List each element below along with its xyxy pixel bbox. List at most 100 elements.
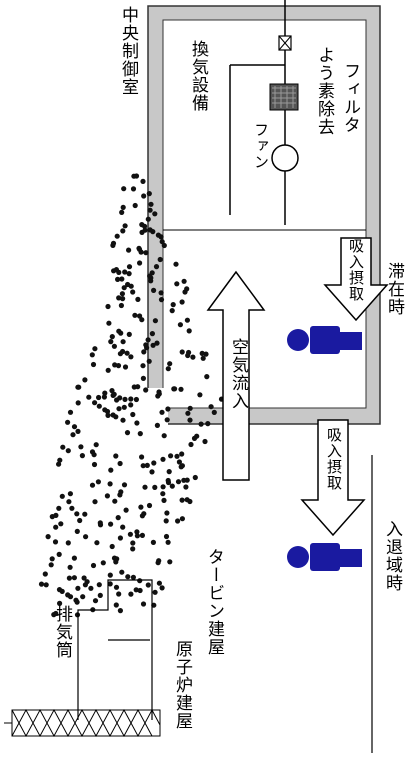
plume-particle <box>116 328 122 334</box>
plume-particle <box>131 384 137 390</box>
plume-particle <box>134 533 140 539</box>
plume-particle <box>131 173 137 179</box>
plume-particle <box>48 562 54 568</box>
fan-icon <box>271 144 299 172</box>
plume-particle <box>185 352 191 359</box>
plume-particle <box>108 467 114 473</box>
plume-particle <box>159 409 165 415</box>
plume-particle <box>147 207 153 213</box>
plume-particle <box>121 404 127 410</box>
plume-particle <box>118 302 124 309</box>
plume-particle <box>90 562 97 569</box>
plume-particle <box>120 296 126 302</box>
plume-particle <box>158 290 164 296</box>
plume-particle <box>137 578 143 584</box>
plume-particle <box>60 444 66 450</box>
plume-particle <box>178 386 184 392</box>
plume-particle <box>105 412 111 418</box>
plume-particle <box>86 394 92 400</box>
plume-particle <box>155 560 161 566</box>
plume-particle <box>125 574 131 580</box>
plume-particle <box>56 505 62 511</box>
plume-particle <box>58 521 64 527</box>
plume-particle <box>208 404 214 410</box>
plume-particle <box>150 539 156 546</box>
plume-particle <box>92 346 98 352</box>
plume-particle <box>52 539 59 545</box>
plume-particle <box>102 407 108 413</box>
plume-particle <box>65 448 71 454</box>
plume-particle <box>141 349 147 355</box>
plume-particle <box>138 504 144 510</box>
person-head <box>287 329 309 351</box>
plume-particle <box>122 269 128 275</box>
plume-particle <box>78 444 84 450</box>
plume-particle <box>197 392 203 398</box>
plume-particle <box>151 287 157 293</box>
plume-particle <box>121 482 128 488</box>
plume-particle <box>82 511 88 517</box>
intake-arrow-outside <box>300 419 366 537</box>
plume-particle <box>165 366 171 372</box>
plume-particle <box>135 296 141 302</box>
plume-particle <box>107 481 113 487</box>
plume-particle <box>149 469 155 475</box>
plume-particle <box>140 463 146 469</box>
plume-particle <box>126 247 132 253</box>
plume-particle <box>74 528 80 535</box>
plume-particle <box>75 384 81 390</box>
plume-particle <box>88 585 94 591</box>
label-iodine-filter-2: フィルタ <box>340 62 360 134</box>
plume-particle <box>190 354 196 360</box>
plume-particle <box>128 396 134 402</box>
label-central-control-room: 中央制御室 <box>118 6 138 96</box>
plume-particle <box>120 417 126 423</box>
plume-particle <box>65 419 71 425</box>
plume-particle <box>132 202 138 209</box>
plume-particle <box>128 354 134 360</box>
plume-particle <box>124 430 131 436</box>
plume-particle <box>157 256 163 263</box>
plume-particle <box>179 299 185 305</box>
plume-particle <box>140 601 147 607</box>
plume-particle <box>123 507 129 513</box>
plume-particle <box>119 569 125 575</box>
plume-particle <box>96 394 102 401</box>
label-stack: 排気筒 <box>52 605 72 659</box>
plume-particle <box>105 303 111 310</box>
plume-particle <box>143 387 149 393</box>
plume-particle <box>90 361 97 368</box>
plume-particle <box>100 560 106 566</box>
reactor-building <box>77 579 153 720</box>
plume-particle <box>114 233 120 239</box>
plume-particle <box>70 432 76 438</box>
plume-particle <box>184 497 190 503</box>
plume-particle <box>167 559 173 565</box>
person-body <box>310 543 340 571</box>
plume-particle <box>146 358 152 364</box>
plume-particle <box>149 331 155 337</box>
plume-particle <box>141 511 147 517</box>
plume-particle <box>113 453 119 459</box>
plume-particle <box>121 186 127 192</box>
plume-particle <box>128 402 134 408</box>
plume-particle <box>166 469 172 475</box>
plume-particle <box>92 598 99 604</box>
exhaust-stack-icon <box>4 708 161 738</box>
plume-particle <box>79 453 85 459</box>
plume-particle <box>126 271 132 277</box>
plume-particle <box>187 405 193 411</box>
plume-particle <box>118 489 124 495</box>
plume-particle <box>176 459 182 465</box>
plume-particle <box>140 363 146 369</box>
plume-particle <box>173 261 179 267</box>
plume-particle <box>188 441 194 448</box>
person-head <box>287 546 309 568</box>
plume-particle <box>160 484 166 490</box>
plume-particle <box>71 424 78 430</box>
plume-particle <box>116 406 122 412</box>
plume-particle <box>165 406 171 412</box>
plume-particle <box>111 391 117 397</box>
plume-particle <box>159 239 165 245</box>
plume-particle <box>159 585 165 591</box>
